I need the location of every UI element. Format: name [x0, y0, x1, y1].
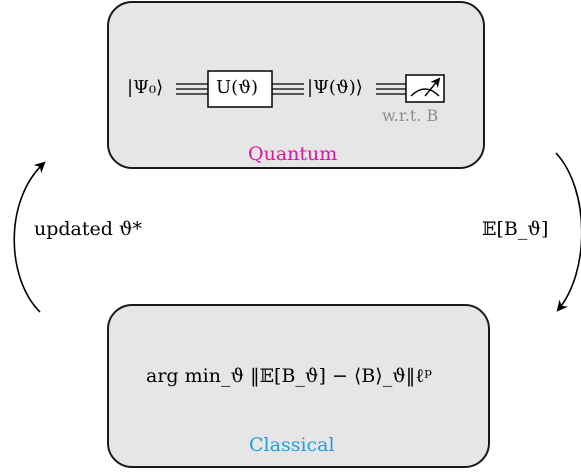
- measurement-meter-icon: [405, 74, 445, 103]
- wire-state-to-meter: [376, 83, 406, 95]
- right-arrow-label: 𝔼[B_ϑ]: [482, 218, 549, 240]
- arrow-updated-params: [13, 161, 46, 313]
- measurement-basis-note: w.r.t. B: [382, 106, 439, 125]
- ket-state-label: |Ψ(ϑ)⟩: [307, 77, 363, 98]
- ket-initial-label: |Ψ₀⟩: [127, 77, 164, 98]
- wire-initial-to-unitary: [176, 83, 208, 95]
- unitary-label: U(ϑ): [216, 77, 259, 98]
- left-arrow-label: updated ϑ*: [34, 218, 143, 240]
- classical-objective: arg min_ϑ ‖𝔼[B_ϑ] − ⟨B⟩_ϑ‖ℓᵖ: [146, 365, 432, 387]
- wire-unitary-to-state: [272, 83, 304, 95]
- arrow-expectation: [555, 152, 581, 312]
- quantum-box: [107, 1, 485, 169]
- classical-box: [107, 304, 490, 468]
- quantum-title: Quantum: [248, 143, 338, 165]
- classical-title: Classical: [249, 434, 335, 456]
